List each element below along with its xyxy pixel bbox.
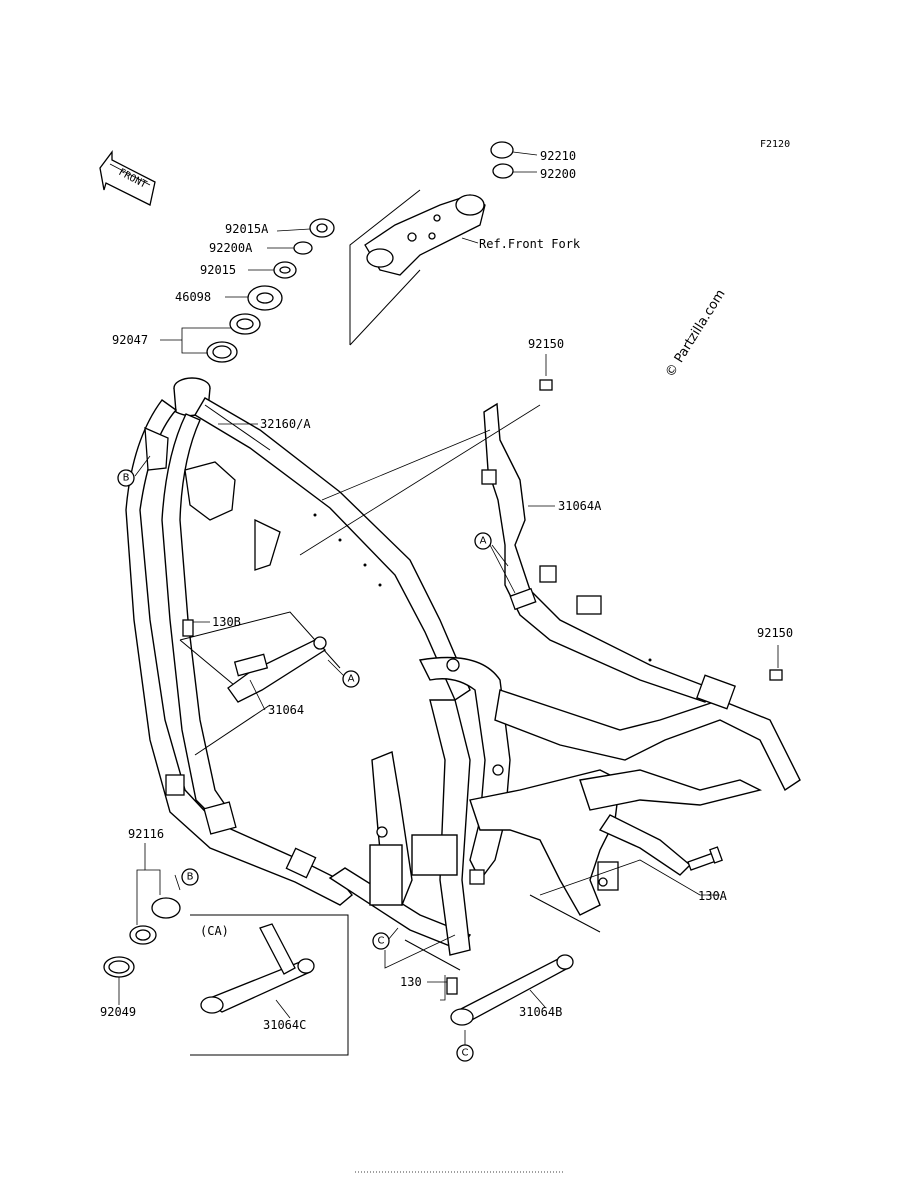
label-130A: 130A xyxy=(698,889,728,903)
label-92047: 92047 xyxy=(112,333,148,347)
label-31064: 31064 xyxy=(268,703,304,717)
diagram-code: F2120 xyxy=(760,139,790,150)
svg-text:B: B xyxy=(187,872,194,883)
callout-a-middle: A xyxy=(342,670,360,688)
label-92210: 92210 xyxy=(540,149,576,163)
cross-tube-31064B-part xyxy=(404,894,601,1043)
label-31064B: 31064B xyxy=(519,1005,562,1019)
svg-text:B: B xyxy=(123,473,130,484)
lock-washer-92200A-part xyxy=(293,241,313,255)
callout-a-right: A xyxy=(474,532,492,550)
bearing-92047-upper-part xyxy=(229,313,261,335)
label-92150-top: 92150 xyxy=(528,337,564,351)
bearing-92047-lower-part xyxy=(206,341,238,363)
stem-nut-92015A-part xyxy=(309,218,335,238)
label-92200A: 92200A xyxy=(209,241,253,255)
bolt-92150-right-part xyxy=(769,645,783,681)
label-92015A: 92015A xyxy=(225,222,269,236)
washer-92200-part xyxy=(492,163,537,179)
front-arrow-icon: FRONT xyxy=(99,150,156,206)
svg-text:A: A xyxy=(348,674,355,685)
bolt-130-part xyxy=(427,977,458,995)
svg-text:A: A xyxy=(480,536,487,547)
label-130B: 130B xyxy=(212,615,241,629)
callout-c-bottom: C xyxy=(456,1044,474,1062)
down-tube-31064A-part xyxy=(481,402,736,710)
bolt-92150-top-part xyxy=(539,354,553,391)
bolt-130B-part xyxy=(182,619,210,637)
nut-92210-part xyxy=(490,141,538,159)
watermark: © Partzilla.com xyxy=(663,287,729,380)
callout-c-left: C xyxy=(372,932,390,950)
label-92015: 92015 xyxy=(200,263,236,277)
seal-92049-part xyxy=(103,956,135,1005)
variant-label: (CA) xyxy=(200,924,229,938)
label-92049: 92049 xyxy=(100,1005,136,1019)
label-92116: 92116 xyxy=(128,827,164,841)
label-32160A: 32160/A xyxy=(260,417,311,431)
label-31064A: 31064A xyxy=(558,499,602,513)
label-130: 130 xyxy=(400,975,422,989)
steering-stem-part xyxy=(349,189,486,346)
svg-text:C: C xyxy=(462,1048,469,1059)
bearing-92116-part xyxy=(129,897,181,945)
main-frame-part xyxy=(125,377,801,956)
label-31064C: 31064C xyxy=(263,1018,306,1032)
bolt-130A-part xyxy=(539,846,723,896)
dust-seal-46098-part xyxy=(247,285,283,311)
callout-b-top: B xyxy=(117,469,135,487)
label-ref-front-fork: Ref.Front Fork xyxy=(479,237,581,251)
label-92150-right: 92150 xyxy=(757,626,793,640)
variant-ca-box: (CA) xyxy=(190,914,349,1056)
svg-text:C: C xyxy=(378,936,385,947)
label-46098: 46098 xyxy=(175,290,211,304)
callout-b-bottom: B xyxy=(181,868,199,886)
stem-nut-92015-part xyxy=(273,261,297,279)
cross-tube-31064-part xyxy=(179,611,341,756)
label-92200: 92200 xyxy=(540,167,576,181)
